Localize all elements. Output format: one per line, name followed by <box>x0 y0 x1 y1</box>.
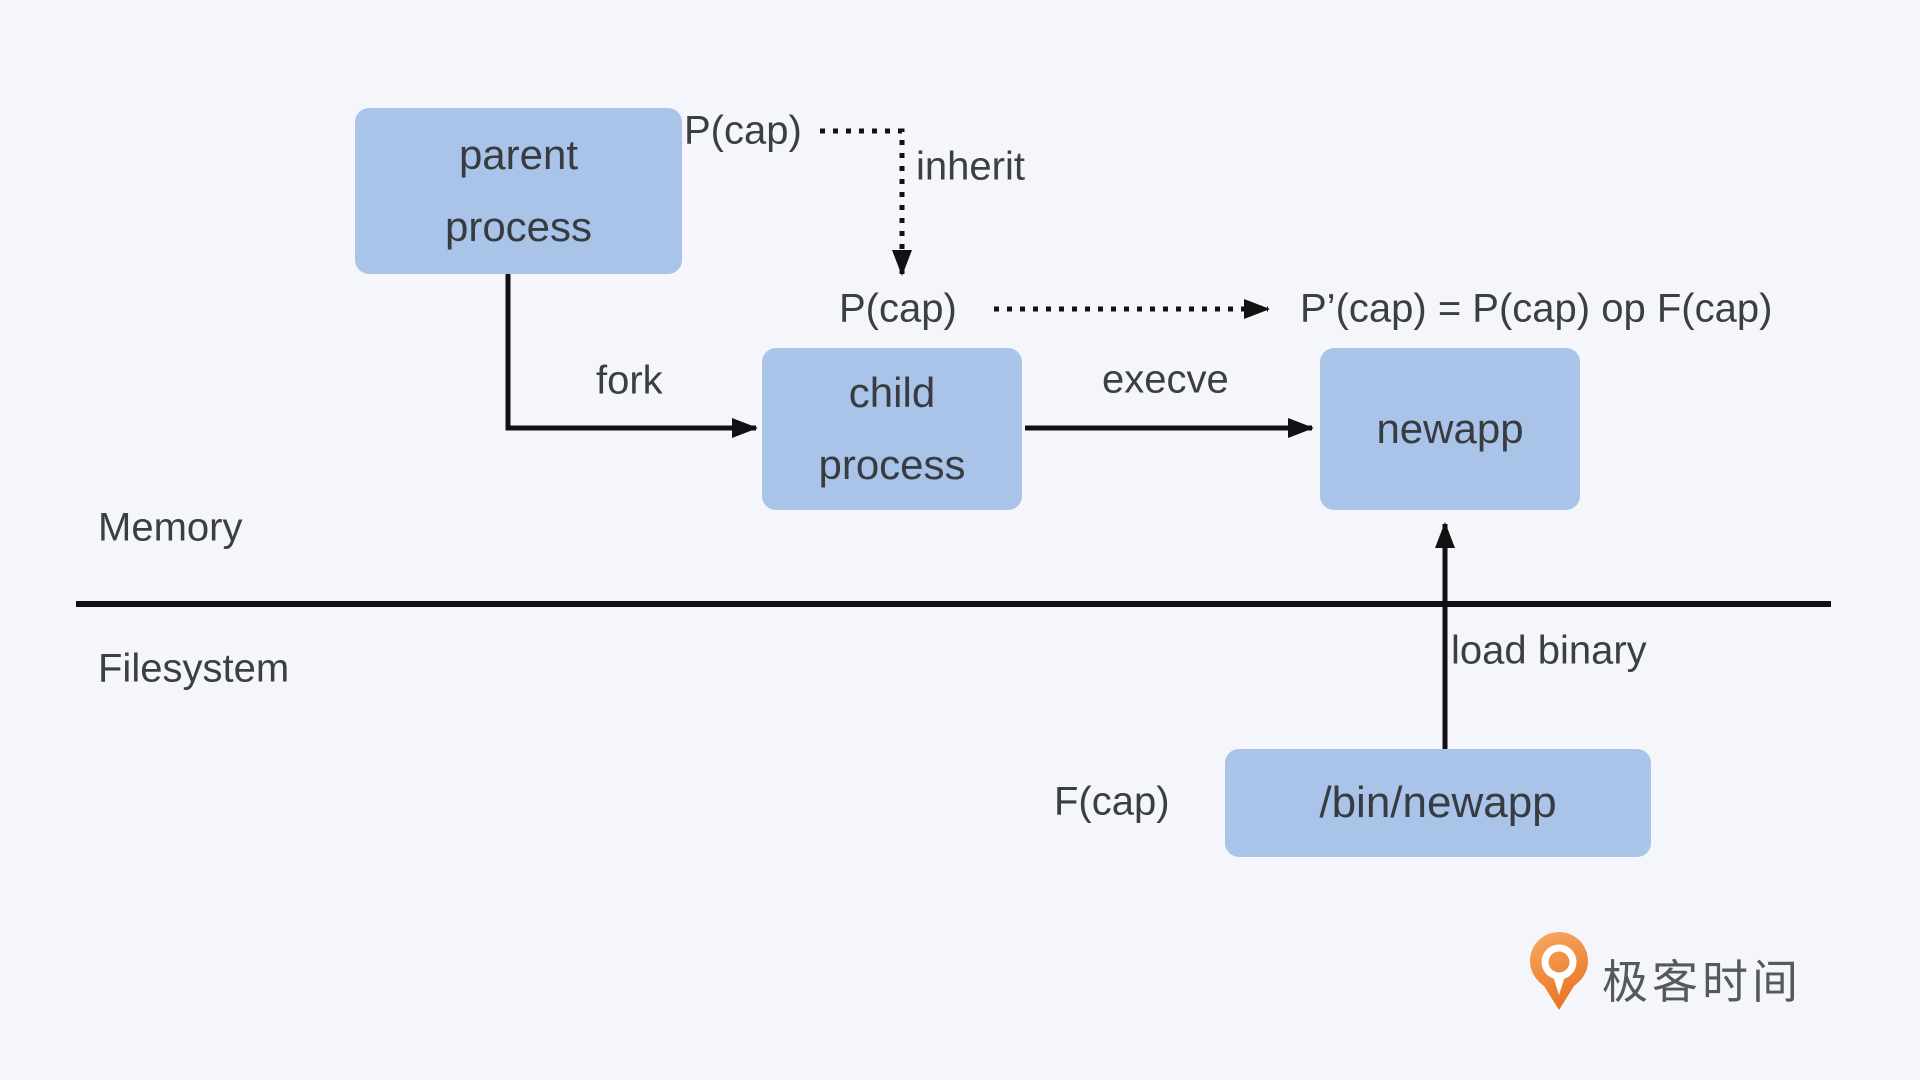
parent-process-label-line2: process <box>444 203 593 250</box>
child-process-label-line1: child <box>848 368 936 416</box>
child-pcap-label: P(cap) <box>839 286 957 331</box>
geektime-logo-icon <box>1530 932 1588 1010</box>
child-process-label-line2: process <box>818 441 966 488</box>
bin-newapp-box: /bin/newapp <box>1225 749 1651 857</box>
memory-region-label: Memory <box>98 505 243 550</box>
cap-formula-label: P’(cap) = P(cap) op F(cap) <box>1300 286 1773 331</box>
filesystem-region-label: Filesystem <box>98 646 290 691</box>
bin-newapp-label: /bin/newapp <box>1319 778 1557 828</box>
inherit-label: inherit <box>916 144 1025 189</box>
execve-label: execve <box>1102 357 1229 402</box>
parent-process-label-line1: parent <box>458 130 579 178</box>
newapp-label: newapp <box>1376 404 1524 452</box>
geektime-logo-text: 极客时间 <box>1602 956 1802 1008</box>
child-process-box: child process <box>762 348 1022 510</box>
newapp-box: newapp <box>1320 348 1580 510</box>
parent-process-box: parent process <box>355 108 682 274</box>
geektime-logo: 极客时间 <box>1530 932 1798 1010</box>
inherit-dotted-arrow <box>820 128 912 276</box>
file-fcap-label: F(cap) <box>1054 779 1170 824</box>
fork-arrow <box>505 273 758 438</box>
parent-pcap-label: P(cap) <box>684 108 802 153</box>
fork-label: fork <box>596 358 663 403</box>
load-binary-label: load binary <box>1451 628 1647 673</box>
